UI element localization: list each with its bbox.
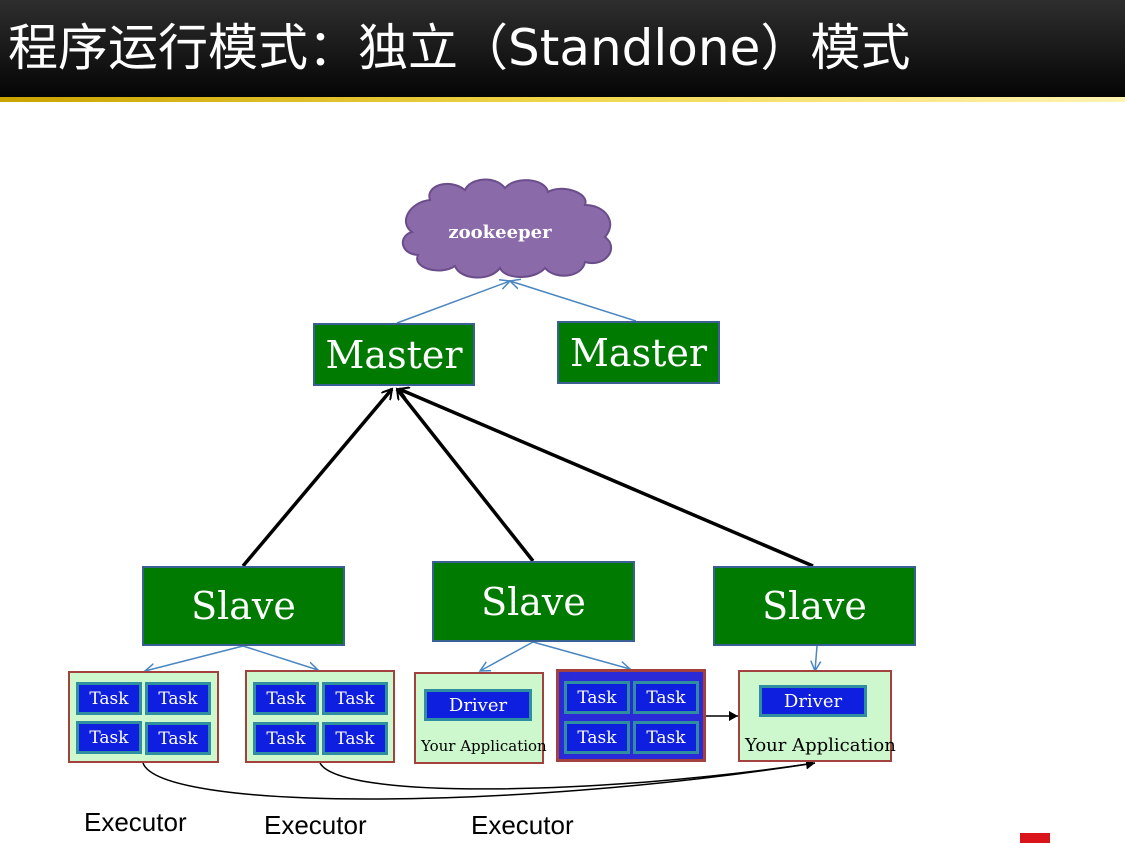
slave-node-1: Slave [142, 566, 345, 646]
slave-node-3: Slave [713, 566, 916, 646]
zookeeper-cloud [402, 178, 612, 279]
slide-header [0, 0, 1125, 97]
task-block: Task [145, 682, 211, 715]
executor2-to-application-curve [319, 759, 816, 790]
executor-box-3: Task Task Task Task [556, 669, 706, 762]
master-node-primary: Master [313, 323, 475, 386]
executor-label-2: Executor [264, 810, 367, 840]
task-block: Task [633, 721, 699, 754]
task-block: Task [564, 721, 630, 754]
task-block: Task [76, 721, 142, 754]
task-block: Task [633, 681, 699, 714]
slave1-to-executor1-arrow [145, 645, 244, 671]
executor1-to-application-curve [142, 759, 816, 800]
driver-application-box-1: Driver Your Application [414, 672, 547, 764]
slave2-to-executor3-arrow [532, 641, 630, 669]
executor-label-3: Executor [471, 810, 574, 840]
slave-node-2: Slave [432, 561, 635, 642]
driver-application-box-2: Driver Your Application [738, 670, 896, 762]
executor-box-2: Task Task Task Task [245, 670, 395, 763]
task-block: Task [145, 722, 211, 755]
slide-title: 程序运行模式：独立（Standlone）模式 [8, 19, 911, 77]
slave2-to-master-arrow [395, 389, 535, 563]
driver-block: Driver [759, 685, 867, 717]
task-block: Task [253, 682, 319, 715]
zookeeper-label: zookeeper [448, 222, 552, 243]
task-block: Task [322, 722, 388, 755]
task-block: Task [322, 682, 388, 715]
slave1-to-executor2-arrow [242, 645, 318, 670]
slave2-to-driver1-arrow [480, 641, 534, 671]
master2-to-zookeeper-arrow [510, 281, 637, 322]
executor-box-1: Task Task Task Task [68, 671, 219, 763]
master1-to-zookeeper-arrow [396, 281, 510, 324]
slave3-to-driver2-arrow [815, 645, 817, 671]
application-label: Your Application [745, 735, 896, 756]
application-label: Your Application [421, 737, 547, 755]
task-block: Task [564, 681, 630, 714]
task-block: Task [253, 722, 319, 755]
header-accent-stripe [0, 97, 1125, 102]
driver-block: Driver [424, 689, 532, 721]
executor-label-1: Executor [84, 807, 187, 837]
master-node-standby: Master [557, 321, 720, 384]
slave3-to-master-arrow [399, 389, 814, 568]
slave1-to-master-arrow [241, 389, 394, 568]
brand-logo [1020, 833, 1125, 843]
task-block: Task [76, 682, 142, 715]
